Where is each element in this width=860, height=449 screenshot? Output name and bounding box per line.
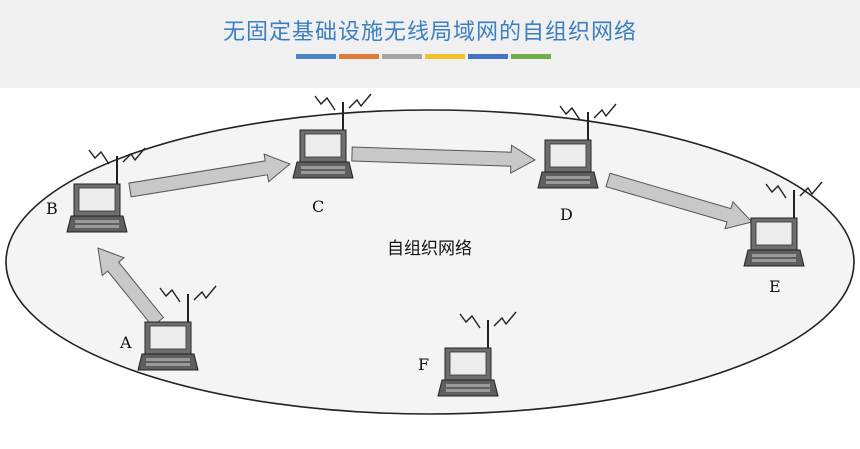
color-stripes xyxy=(296,54,551,59)
stripe-3 xyxy=(382,54,422,59)
stripe-1 xyxy=(296,54,336,59)
arrows-layer xyxy=(97,144,753,328)
arrow-c-to-d xyxy=(351,144,536,175)
node-label-e: E xyxy=(769,277,781,296)
stripe-6 xyxy=(511,54,551,59)
node-label-d: D xyxy=(560,205,573,224)
node-label-f: F xyxy=(418,355,429,374)
node-label-c: C xyxy=(312,197,324,216)
header-band: 无固定基础设施无线局域网的自组织网络 xyxy=(0,0,860,88)
stripe-5 xyxy=(468,54,508,59)
arrow-b-to-c xyxy=(128,153,291,198)
node-label-a: A xyxy=(119,333,132,352)
node-label-b: B xyxy=(46,199,58,218)
stripe-2 xyxy=(339,54,379,59)
network-label: 自组织网络 xyxy=(387,239,472,259)
slide-title: 无固定基础设施无线局域网的自组织网络 xyxy=(222,20,637,45)
stripe-4 xyxy=(425,54,465,59)
arrow-d-to-e xyxy=(605,172,753,230)
arrow-a-to-b xyxy=(97,247,165,328)
